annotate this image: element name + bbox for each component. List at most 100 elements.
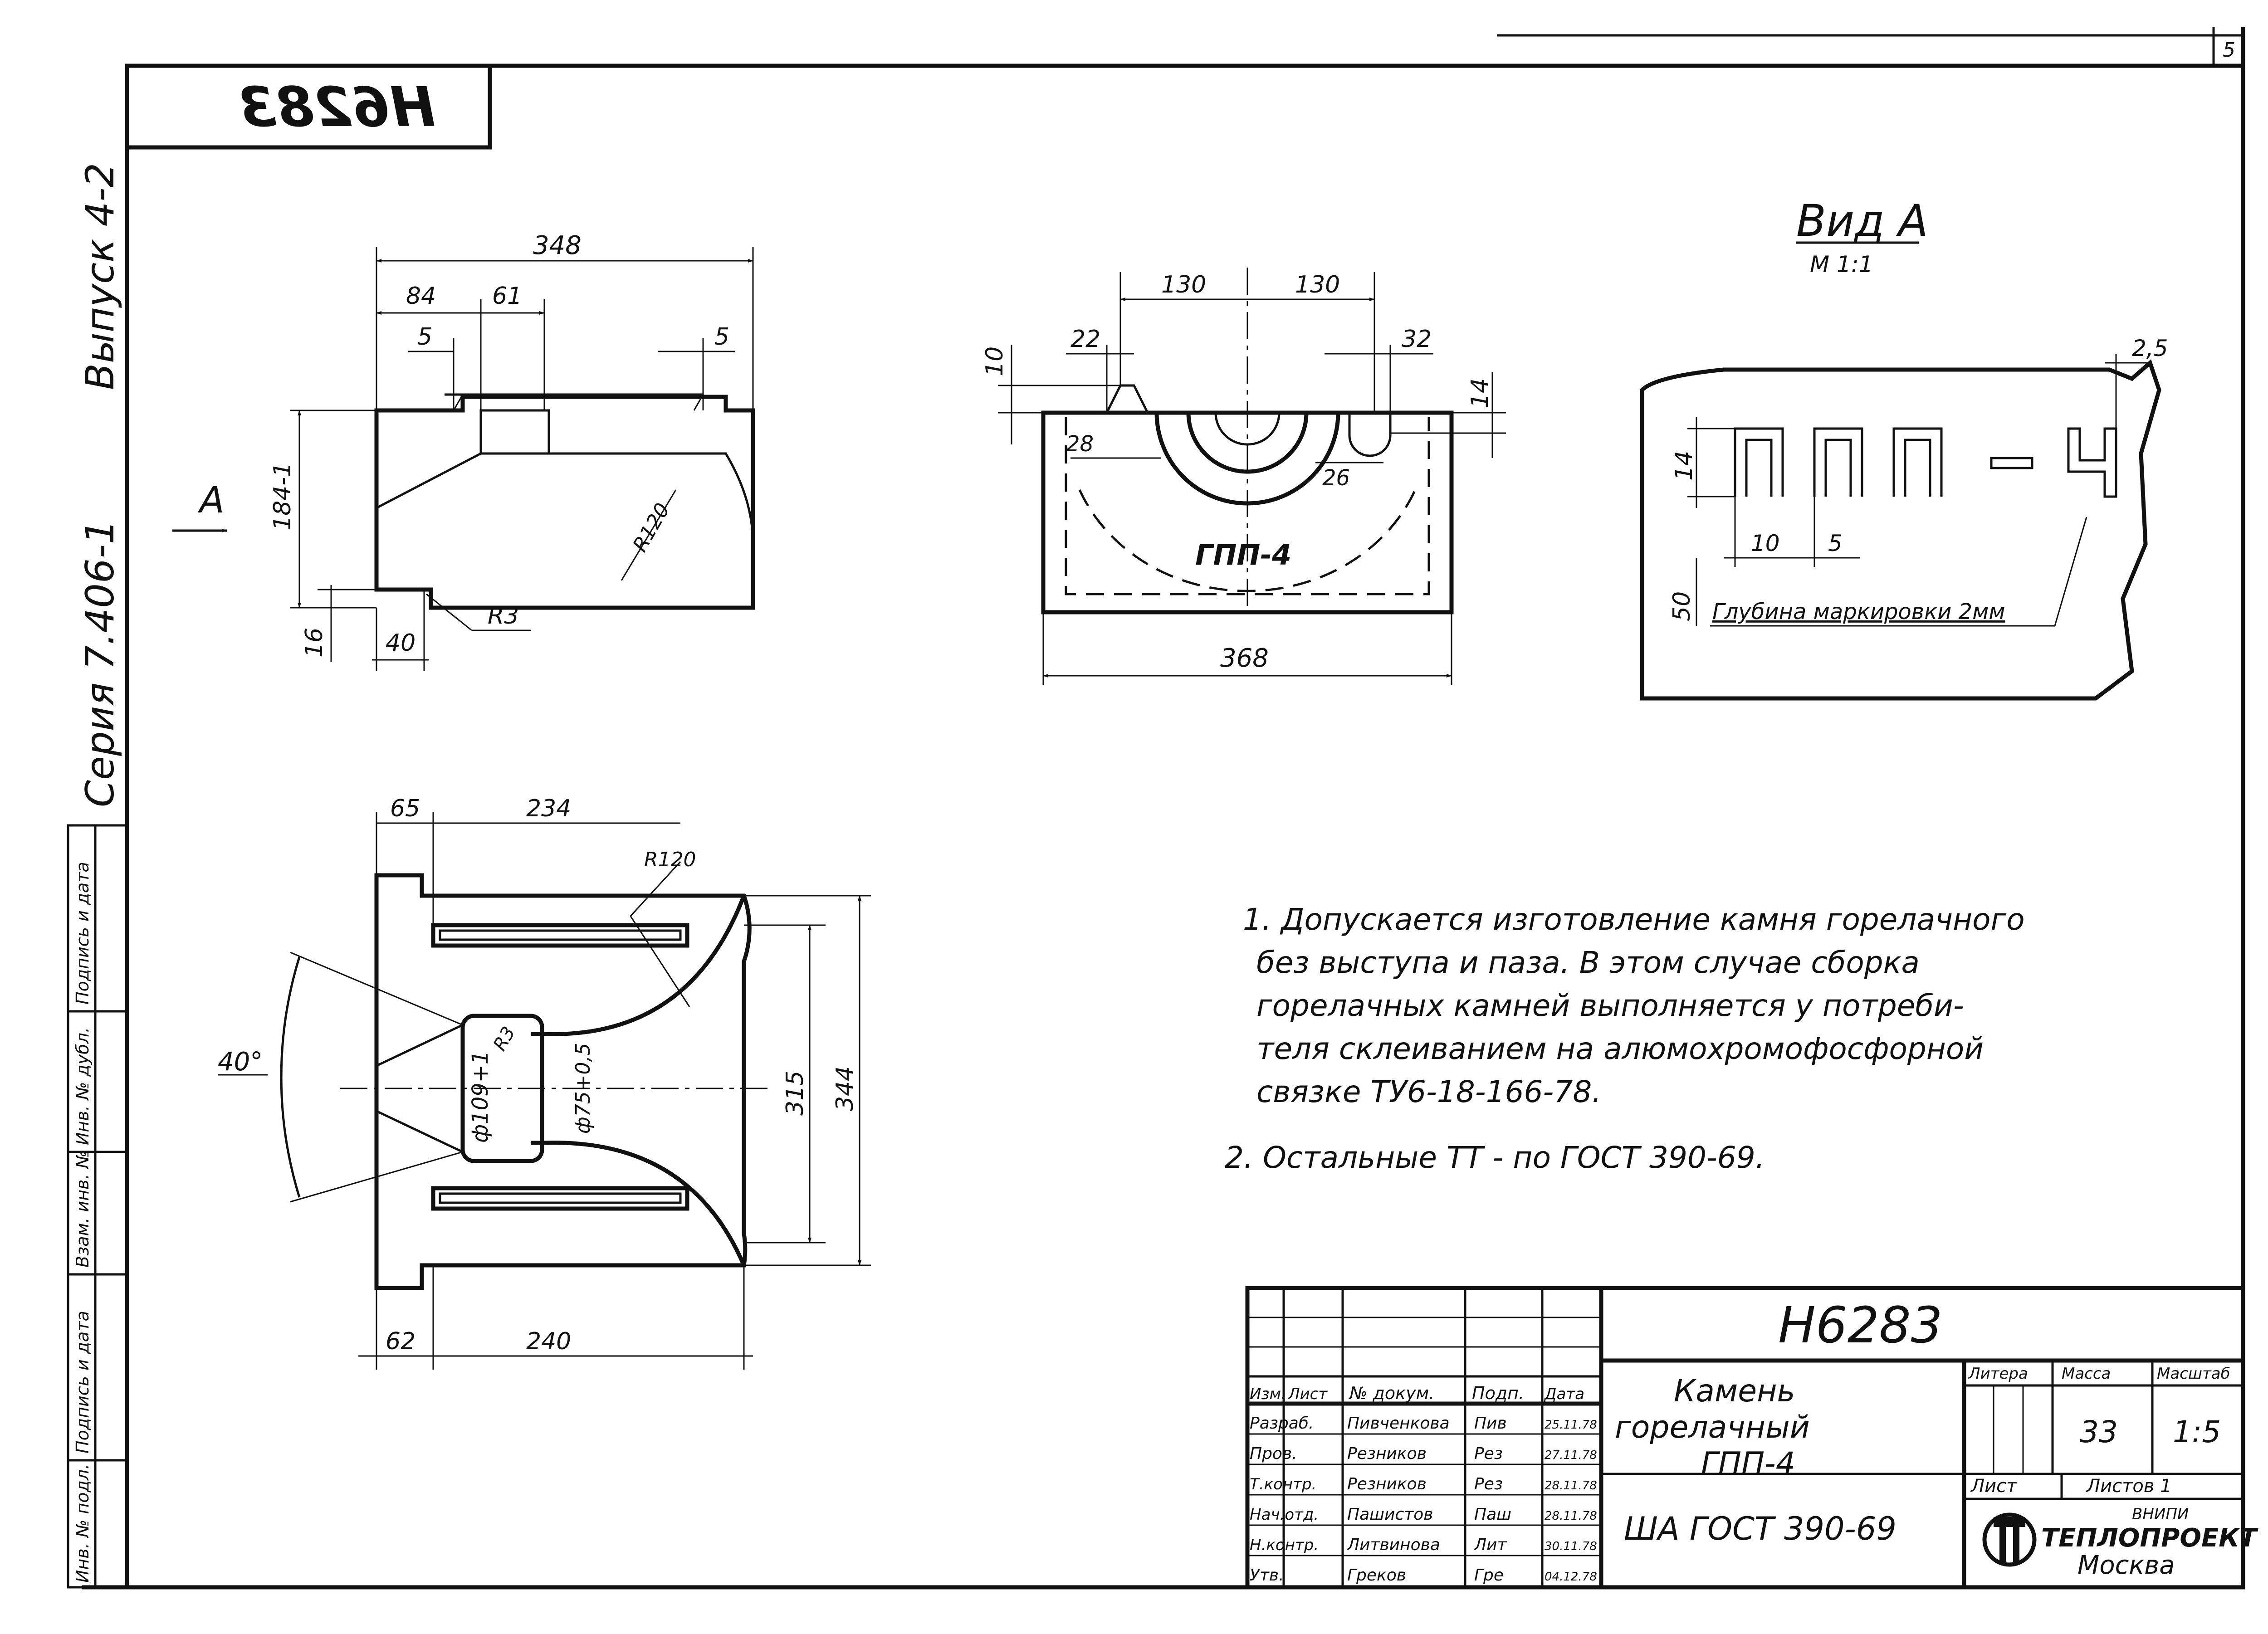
- side-box-label-1: Инв. № подл.: [73, 1464, 93, 1583]
- side-box-label-3: Взам. инв. №: [73, 1151, 93, 1268]
- title-block: Изм. Лист № докум. Подп. Дата Разраб. Пи…: [1245, 1286, 2258, 1590]
- note-line-4: теля склеиванием на алюмохромофосфорной: [1256, 1031, 1984, 1066]
- marking-depth-note: Глубина маркировки 2мм: [1712, 599, 2005, 624]
- row-role-4: Нач.отд.: [1250, 1506, 1319, 1524]
- plan-view: 40° ф109+1 R3 ф75+0,5 65 234 R120 315 34…: [218, 795, 871, 1370]
- side-stamp-column: Инв. № подл. Подпись и дата Взам. инв. №…: [67, 824, 128, 1589]
- col-header-izm: Изм.: [1250, 1385, 1286, 1403]
- dim-315: 315: [782, 1071, 809, 1116]
- massa-value: 33: [2080, 1415, 2118, 1449]
- col-header-list: Лист: [1287, 1385, 1328, 1403]
- dim-62: 62: [386, 1328, 415, 1355]
- row-role-3: Т.контр.: [1250, 1475, 1316, 1493]
- radius-r120: R120: [628, 499, 674, 556]
- dim-40: 40: [386, 629, 415, 657]
- row-role-1: Разраб.: [1250, 1414, 1314, 1433]
- dim-26: 26: [1322, 465, 1350, 491]
- angle-40: 40°: [218, 1047, 263, 1077]
- dim-130-right: 130: [1295, 271, 1340, 298]
- product-name-line-1: Камень: [1674, 1373, 1795, 1409]
- sheet-number: 5: [2223, 39, 2235, 62]
- row-role-2: Пров.: [1250, 1444, 1297, 1463]
- dim-61: 61: [492, 283, 522, 310]
- marking-glyphs: [1734, 427, 2117, 498]
- row-date-2: 27.11.78: [1545, 1449, 1597, 1462]
- dim-14: 14: [1466, 378, 1494, 408]
- row-name-2: Резников: [1347, 1444, 1427, 1463]
- row-sign-4: Паш: [1474, 1505, 1511, 1524]
- dim-65: 65: [390, 795, 420, 822]
- list-label: Лист: [1970, 1476, 2018, 1497]
- side-box-label-2: Подпись и дата: [73, 1311, 93, 1454]
- vypusk-label: Выпуск 4-2: [78, 163, 123, 390]
- front-marking: ГПП-4: [1195, 538, 1291, 571]
- row-sign-5: Лит: [1473, 1536, 1507, 1554]
- dim-344: 344: [831, 1066, 859, 1111]
- dim-130-left: 130: [1161, 271, 1206, 298]
- row-name-5: Литвинова: [1346, 1536, 1440, 1554]
- stamp-code-mirrored: Н6283: [239, 76, 435, 139]
- series-label: Серия 7.406-1: [78, 520, 123, 807]
- row-name-4: Пашистов: [1347, 1505, 1433, 1524]
- note-line-5: связке ТУ6-18-166-78.: [1256, 1074, 1601, 1109]
- view-a: Вид А М 1:1 2,5 14 10 5 50 Глуби: [1640, 195, 2168, 701]
- dim-16: 16: [301, 628, 328, 658]
- view-a-arrow-label: А: [197, 479, 225, 521]
- row-name-3: Резников: [1347, 1475, 1427, 1493]
- dim-28: 28: [1066, 431, 1094, 457]
- dim-240: 240: [526, 1328, 571, 1355]
- dim-14-va: 14: [1671, 451, 1698, 481]
- dim-5-va: 5: [1828, 530, 1843, 556]
- side-view: 348 84 61 5 5 184-1 16 40 R3 R120: [172, 231, 755, 671]
- radius-r3: R3: [488, 602, 519, 629]
- dim-2-5: 2,5: [2132, 335, 2168, 361]
- dim-50-va: 50: [1668, 591, 1696, 621]
- org-name: ТЕПЛОПРОЕКТ: [2041, 1523, 2258, 1553]
- dim-32: 32: [1402, 326, 1432, 353]
- note-line-2: без выступа и паза. В этом случае сборка: [1256, 945, 1920, 980]
- title-block-code: Н6283: [1778, 1296, 1943, 1354]
- row-name-6: Греков: [1347, 1566, 1406, 1585]
- col-header-date: Дата: [1544, 1385, 1584, 1403]
- view-a-title: Вид А: [1796, 195, 1928, 246]
- col-header-doc: № докум.: [1349, 1383, 1434, 1403]
- technical-notes: 1. Допускается изготовление камня горела…: [1225, 902, 2025, 1175]
- dia-109: ф109+1: [468, 1051, 493, 1143]
- product-name-line-2: горелачный: [1615, 1410, 1810, 1445]
- row-role-6: Утв.: [1250, 1566, 1284, 1585]
- dim-368: 368: [1220, 644, 1269, 673]
- dia-75: ф75+0,5: [572, 1043, 595, 1134]
- col-header-sign: Подп.: [1472, 1383, 1524, 1403]
- row-sign-6: Гре: [1474, 1566, 1504, 1585]
- row-date-4: 28.11.78: [1545, 1509, 1597, 1523]
- masshtab-value: 1:5: [2173, 1415, 2221, 1449]
- masshtab-label: Масштаб: [2157, 1365, 2230, 1383]
- row-sign-1: Пив: [1474, 1414, 1507, 1433]
- massa-label: Масса: [2062, 1365, 2111, 1383]
- row-sign-2: Рез: [1474, 1444, 1503, 1463]
- row-name-1: Пивченкова: [1347, 1414, 1450, 1433]
- material-spec: ША ГОСТ 390-69: [1624, 1510, 1897, 1547]
- litera-label: Литера: [1968, 1365, 2028, 1383]
- note-line-3: горелачных камней выполняется у потреби-: [1256, 988, 1964, 1023]
- side-box-label-5: Подпись и дата: [73, 862, 93, 1005]
- dim-348: 348: [533, 231, 582, 260]
- dim-10: 10: [981, 346, 1008, 376]
- row-role-5: Н.контр.: [1250, 1536, 1319, 1554]
- side-box-label-4: Инв. № дубл.: [73, 1027, 93, 1145]
- note-line-1: 1. Допускается изготовление камня горела…: [1243, 902, 2025, 937]
- row-date-5: 30.11.78: [1545, 1540, 1597, 1553]
- dim-234: 234: [526, 795, 571, 822]
- teploproekt-logo-icon: [1982, 1512, 2037, 1567]
- hatched-section: [375, 452, 754, 609]
- dim-5-left: 5: [417, 323, 432, 351]
- archive-stamp: Н6283: [125, 63, 492, 150]
- row-date-6: 04.12.78: [1545, 1570, 1597, 1584]
- dim-84: 84: [406, 283, 436, 310]
- note-line-6: 2. Остальные ТТ - по ГОСТ 390-69.: [1225, 1140, 1765, 1175]
- view-a-scale: М 1:1: [1810, 251, 1873, 278]
- row-date-3: 28.11.78: [1545, 1479, 1597, 1493]
- product-name-line-3: ГПП-4: [1701, 1446, 1795, 1482]
- radius-r120-plan: R120: [644, 848, 696, 871]
